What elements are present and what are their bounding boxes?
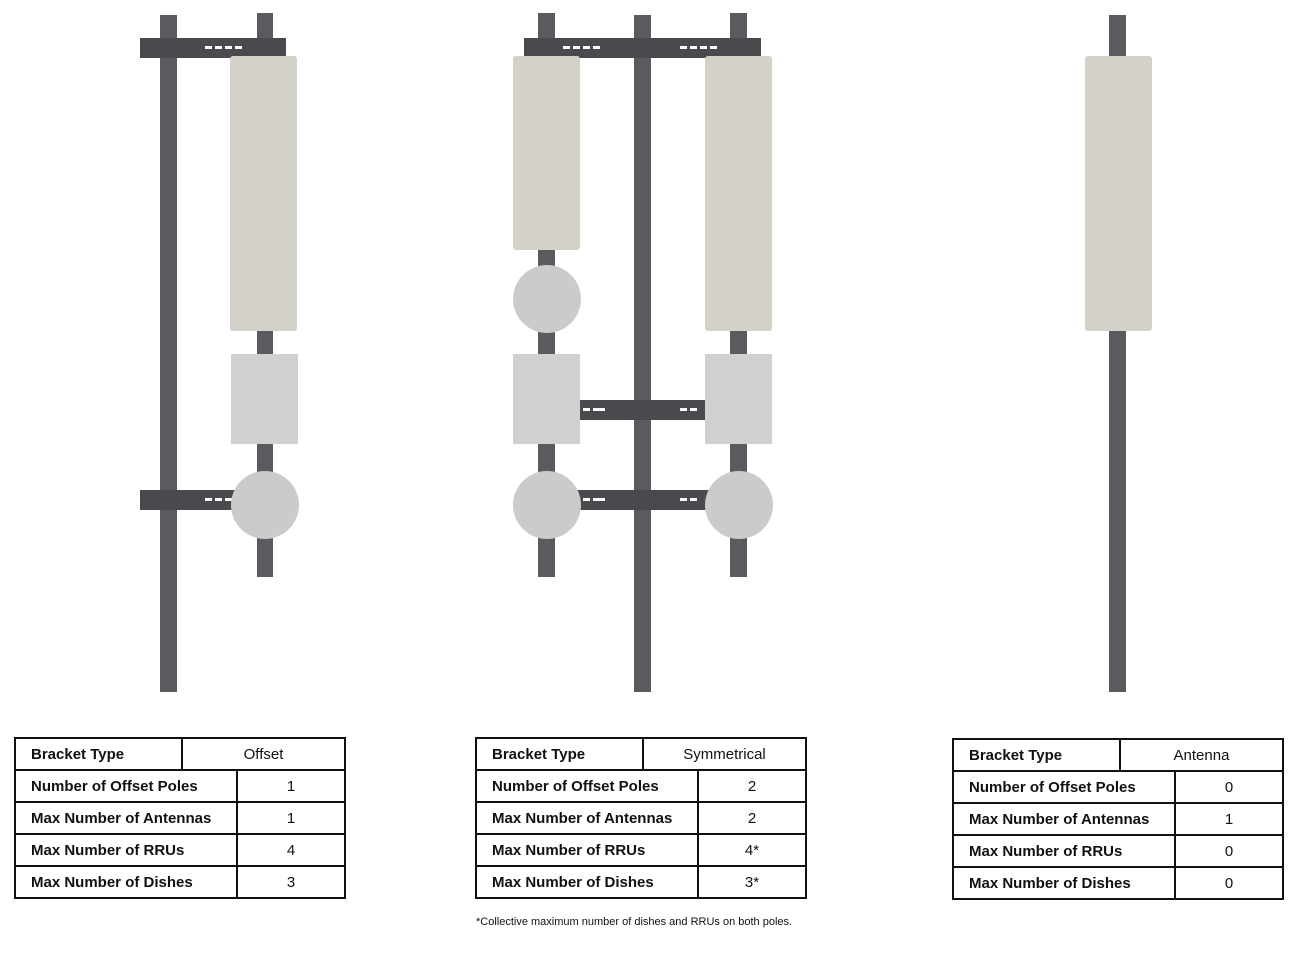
row-value: 2 [697, 769, 807, 803]
table-row: Max Number of Dishes 3 [14, 865, 346, 899]
table-row: Number of Offset Poles 0 [952, 770, 1284, 804]
row-value: 1 [1174, 802, 1284, 836]
main-pole [160, 15, 177, 692]
row-value: 0 [1174, 866, 1284, 900]
table-row: Number of Offset Poles 2 [475, 769, 807, 803]
bracket-type-value: Symmetrical [642, 737, 807, 771]
symmetrical-spec-table: Bracket Type Symmetrical Number of Offse… [475, 737, 807, 899]
row-label: Max Number of Dishes [952, 866, 1176, 900]
footnote: *Collective maximum number of dishes and… [476, 916, 793, 928]
bracket-type-label: Bracket Type [952, 738, 1121, 772]
row-label: Max Number of RRUs [475, 833, 699, 867]
row-value: 1 [236, 769, 346, 803]
offset-spec-table: Bracket Type Offset Number of Offset Pol… [14, 737, 346, 899]
top-bracket [524, 38, 761, 58]
table-row: Bracket Type Symmetrical [475, 737, 807, 771]
bracket-slots [205, 498, 232, 501]
bracket-slots [583, 408, 697, 411]
table-row: Max Number of RRUs 4 [14, 833, 346, 867]
row-label: Max Number of RRUs [14, 833, 238, 867]
table-row: Max Number of Dishes 0 [952, 866, 1284, 900]
main-pole [634, 15, 651, 692]
row-value: 1 [236, 801, 346, 835]
row-value: 0 [1174, 770, 1284, 804]
table-row: Max Number of RRUs 0 [952, 834, 1284, 868]
row-value: 2 [697, 801, 807, 835]
row-label: Number of Offset Poles [952, 770, 1176, 804]
bracket-type-value: Antenna [1119, 738, 1284, 772]
row-label: Max Number of Antennas [952, 802, 1176, 836]
bracket-slots [205, 46, 242, 49]
row-label: Max Number of Dishes [14, 865, 238, 899]
bracket-type-label: Bracket Type [14, 737, 183, 771]
top-bracket [140, 38, 286, 58]
right-rru [705, 354, 772, 444]
dish [231, 471, 299, 539]
table-row: Max Number of Dishes 3* [475, 865, 807, 899]
left-rru [513, 354, 580, 444]
bracket-slots [583, 498, 697, 501]
row-label: Max Number of RRUs [952, 834, 1176, 868]
right-antenna [705, 56, 772, 331]
symmetrical-bracket-diagram [513, 13, 773, 692]
offset-bracket-diagram [140, 13, 299, 692]
antenna [230, 56, 297, 331]
row-value: 3 [236, 865, 346, 899]
row-label: Number of Offset Poles [475, 769, 699, 803]
row-label: Max Number of Antennas [14, 801, 238, 835]
left-lower-dish [513, 471, 581, 539]
right-lower-dish [705, 471, 773, 539]
row-value: 4 [236, 833, 346, 867]
row-label: Max Number of Dishes [475, 865, 699, 899]
table-row: Max Number of Antennas 2 [475, 801, 807, 835]
table-row: Bracket Type Offset [14, 737, 346, 771]
antenna [1085, 56, 1152, 331]
bracket-type-value: Offset [181, 737, 346, 771]
row-value: 3* [697, 865, 807, 899]
antenna-bracket-diagram [1085, 15, 1152, 692]
row-value: 4* [697, 833, 807, 867]
row-value: 0 [1174, 834, 1284, 868]
lower-bracket [575, 490, 710, 510]
row-label: Number of Offset Poles [14, 769, 238, 803]
table-row: Number of Offset Poles 1 [14, 769, 346, 803]
left-upper-dish [513, 265, 581, 333]
table-row: Max Number of Antennas 1 [14, 801, 346, 835]
bracket-slots [563, 46, 717, 49]
table-row: Max Number of Antennas 1 [952, 802, 1284, 836]
table-row: Max Number of RRUs 4* [475, 833, 807, 867]
antenna-spec-table: Bracket Type Antenna Number of Offset Po… [952, 738, 1284, 900]
table-row: Bracket Type Antenna [952, 738, 1284, 772]
rru [231, 354, 298, 444]
left-antenna [513, 56, 580, 250]
middle-bracket [575, 400, 710, 420]
row-label: Max Number of Antennas [475, 801, 699, 835]
bracket-type-label: Bracket Type [475, 737, 644, 771]
